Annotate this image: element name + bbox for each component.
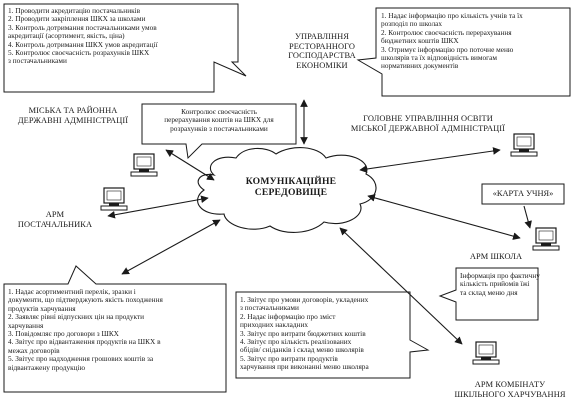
callout-line: продуктів харчування <box>8 303 76 313</box>
node-municipal-line2: ДЕРЖАВНІ АДМІНІСТРАЦІЇ <box>17 115 129 125</box>
callout-top-right: 1. Надає інформацію про кількість учнів … <box>381 11 523 71</box>
callout-top-right-shape <box>356 7 571 97</box>
node-education: ГОЛОВНЕ УПРАВЛІННЯ ОСВІТИ МІСЬКОЇ ДЕРЖАВ… <box>330 114 526 133</box>
callout-line: відвантажену продукцію <box>8 362 86 372</box>
callout-line: харчування <box>8 320 44 330</box>
computer-icon <box>510 133 538 157</box>
callout-line: 2. Контролює своєчасність перерахування <box>381 27 512 37</box>
callout-line: акредитації (асортимент, якість, ціна) <box>8 31 125 41</box>
callout-line: приходних накладних <box>240 320 309 330</box>
callout-bottom-left: 1. Надає асортиментний перелік, зразки і… <box>8 287 163 372</box>
computer-icon <box>532 227 560 251</box>
callout-right-school: Інформація про фактичну кількість прийом… <box>460 271 540 297</box>
callout-line: 2. Проводити закріплення ШКХ за школами <box>8 14 146 24</box>
computer-icon <box>472 341 500 365</box>
callout-top-left: 1. Проводити акредитацію постачальників … <box>8 6 158 66</box>
arrow-to-kombinat <box>339 227 463 345</box>
callout-line: 3. Звітує про витрати бюджетних коштів <box>240 328 366 338</box>
arrow-to-municipal <box>165 149 215 181</box>
callout-line: 4. Звітує про відвантаження продуктів на… <box>8 337 161 347</box>
node-kombinat-line2: ШКІЛЬНОГО ХАРЧУВАННЯ <box>454 389 566 399</box>
callout-line: обідів/ сніданків і склад меню школярів <box>240 345 364 355</box>
callout-line: нормативних документів <box>381 61 459 71</box>
callout-line: Інформація про фактичну <box>460 271 540 280</box>
node-supplier: АРМ ПОСТАЧАЛЬНИКА <box>10 210 100 229</box>
node-education-line1: ГОЛОВНЕ УПРАВЛІННЯ ОСВІТИ <box>363 114 493 123</box>
callout-line: 1. Надає асортиментний перелік, зразки і <box>8 287 136 296</box>
node-education-line2: МІСЬКОЇ ДЕРЖАВНОЇ АДМІНІСТРАЦІЇ <box>350 123 506 133</box>
callout-line: 1. Проводити акредитацію постачальників <box>8 6 141 15</box>
callout-line: бюджетних коштів ШКХ <box>381 36 459 46</box>
callout-line: 1. Звітує про умови договорів, укладених <box>240 295 369 304</box>
central-label-line2: СЕРЕДОВИЩЕ <box>254 187 328 198</box>
node-supplier-line1: АРМ <box>45 210 65 219</box>
callout-line: школярів та їх відповідність вимогам <box>381 53 498 63</box>
callout-line: перерахування коштів на ШКХ для <box>164 115 274 125</box>
callout-line: кількість прийомів їжі <box>460 279 530 289</box>
callout-line: 2. Надає інформацію про зміст <box>240 311 336 321</box>
callout-line: з постачальниками <box>240 303 299 313</box>
callout-line: та склад меню дня <box>460 287 518 297</box>
arrow-to-supplier <box>107 195 209 219</box>
arrow-to-school <box>367 194 521 240</box>
callout-line: розподіл по школах <box>381 19 442 29</box>
node-school: АРМ ШКОЛА <box>458 252 534 262</box>
callout-top-left-shape <box>3 3 247 93</box>
callout-line: 3. Повідомляє про договори з ШКХ <box>8 329 119 339</box>
node-municipal: МІСЬКА ТА РАЙОННА ДЕРЖАВНІ АДМІНІСТРАЦІЇ <box>4 106 142 125</box>
callout-line: харчування при виконанні меню школяра <box>240 362 369 372</box>
arrow-to-bottom-left <box>121 219 221 275</box>
node-restaurant-line4: ЕКОНОМІКИ <box>296 60 348 70</box>
node-supplier-line2: ПОСТАЧАЛЬНИКА <box>17 219 93 229</box>
arrow-card-to-school <box>523 205 532 229</box>
callout-line: 1. Надає інформацію про кількість учнів … <box>381 11 523 20</box>
callout-line: 5. Звітує про надходження грошових кошті… <box>8 354 154 364</box>
arrow-to-education <box>359 147 501 173</box>
node-restaurant-line3: ГОСПОДАРСТВА <box>288 51 356 61</box>
callout-bottom-left-shape <box>3 265 227 393</box>
callout-line: 4. Звітує про кількість реалізованих <box>240 337 352 347</box>
node-restaurant-line2: РЕСТОРАННОГО <box>288 41 356 51</box>
callout-line: Контролює своєчасність <box>181 107 257 116</box>
callout-line: документи, що підтверджують якість поход… <box>8 295 163 305</box>
computer-icon <box>130 153 158 177</box>
callout-bottom-mid: 1. Звітує про умови договорів, укладених… <box>240 295 369 372</box>
central-label: КОМУНІКАЦІЙНЕ СЕРЕДОВИЩЕ <box>236 176 346 198</box>
node-school-line1: АРМ ШКОЛА <box>469 252 523 261</box>
callout-line: 2. Заявляє рівні відпускних цін на проду… <box>8 312 145 322</box>
callout-top-mid: Контролює своєчасність перерахування кош… <box>146 107 292 133</box>
callout-line: межах договорів <box>8 345 60 355</box>
node-kombinat-line1: АРМ КОМБІНАТУ <box>474 380 546 389</box>
node-kombinat: АРМ КОМБІНАТУ ШКІЛЬНОГО ХАРЧУВАННЯ <box>446 380 574 399</box>
node-restaurant-line1: УПРАВЛІННЯ <box>294 32 350 41</box>
central-label-line1: КОМУНІКАЦІЙНЕ <box>245 176 337 187</box>
callout-line: 5. Контролює своєчасність розрахунків ШК… <box>8 48 150 58</box>
callout-line: з постачальниками <box>8 56 67 66</box>
node-restaurant: УПРАВЛІННЯ РЕСТОРАННОГО ГОСПОДАРСТВА ЕКО… <box>276 32 368 70</box>
callout-line: 3. Контроль дотримання постачальниками у… <box>8 22 157 32</box>
callout-line: 3. Отримує інформацію про поточне меню <box>381 44 514 54</box>
computer-icon <box>100 187 128 211</box>
callout-line: 4. Контроль дотримання ШКХ умов акредита… <box>8 39 158 49</box>
student-card-label: «КАРТА УЧНЯ» <box>492 189 554 198</box>
callout-line: 5. Звітує про витрати продуктів <box>240 353 338 363</box>
callout-line: розрахунків з постачальниками <box>170 123 268 133</box>
node-municipal-line1: МІСЬКА ТА РАЙОННА <box>28 106 118 115</box>
